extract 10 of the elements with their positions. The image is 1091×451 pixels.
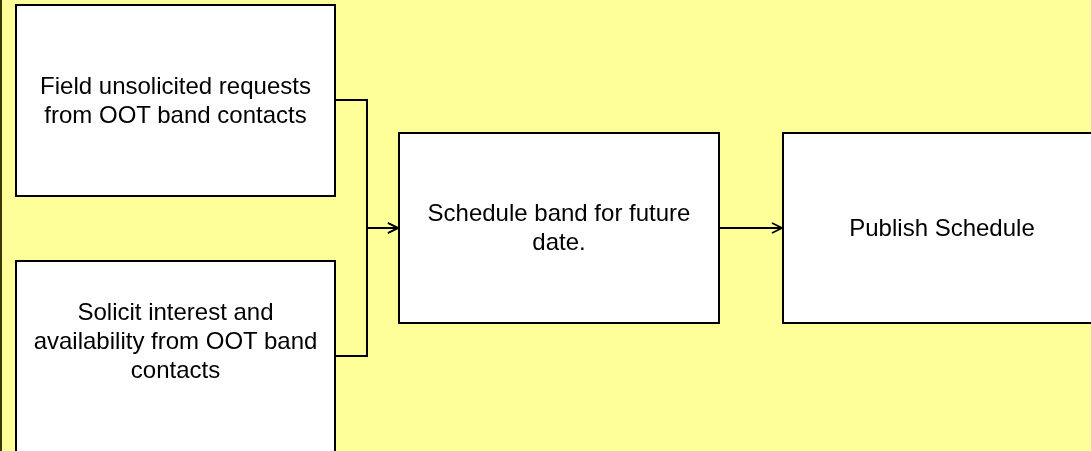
box-label: Field unsolicited requests from OOT band contacts	[39, 71, 312, 130]
box-label: Publish Schedule	[849, 213, 1035, 243]
process-box	[15, 260, 336, 451]
process-box	[782, 132, 1091, 324]
box-label: Schedule band for future date.	[426, 199, 692, 257]
connector-arrow	[719, 222, 783, 234]
connector-arrow	[335, 222, 399, 357]
process-box	[398, 132, 720, 324]
process-box	[15, 4, 336, 197]
box-label: Solicit interest and availability from OOT band contacts	[32, 298, 319, 385]
